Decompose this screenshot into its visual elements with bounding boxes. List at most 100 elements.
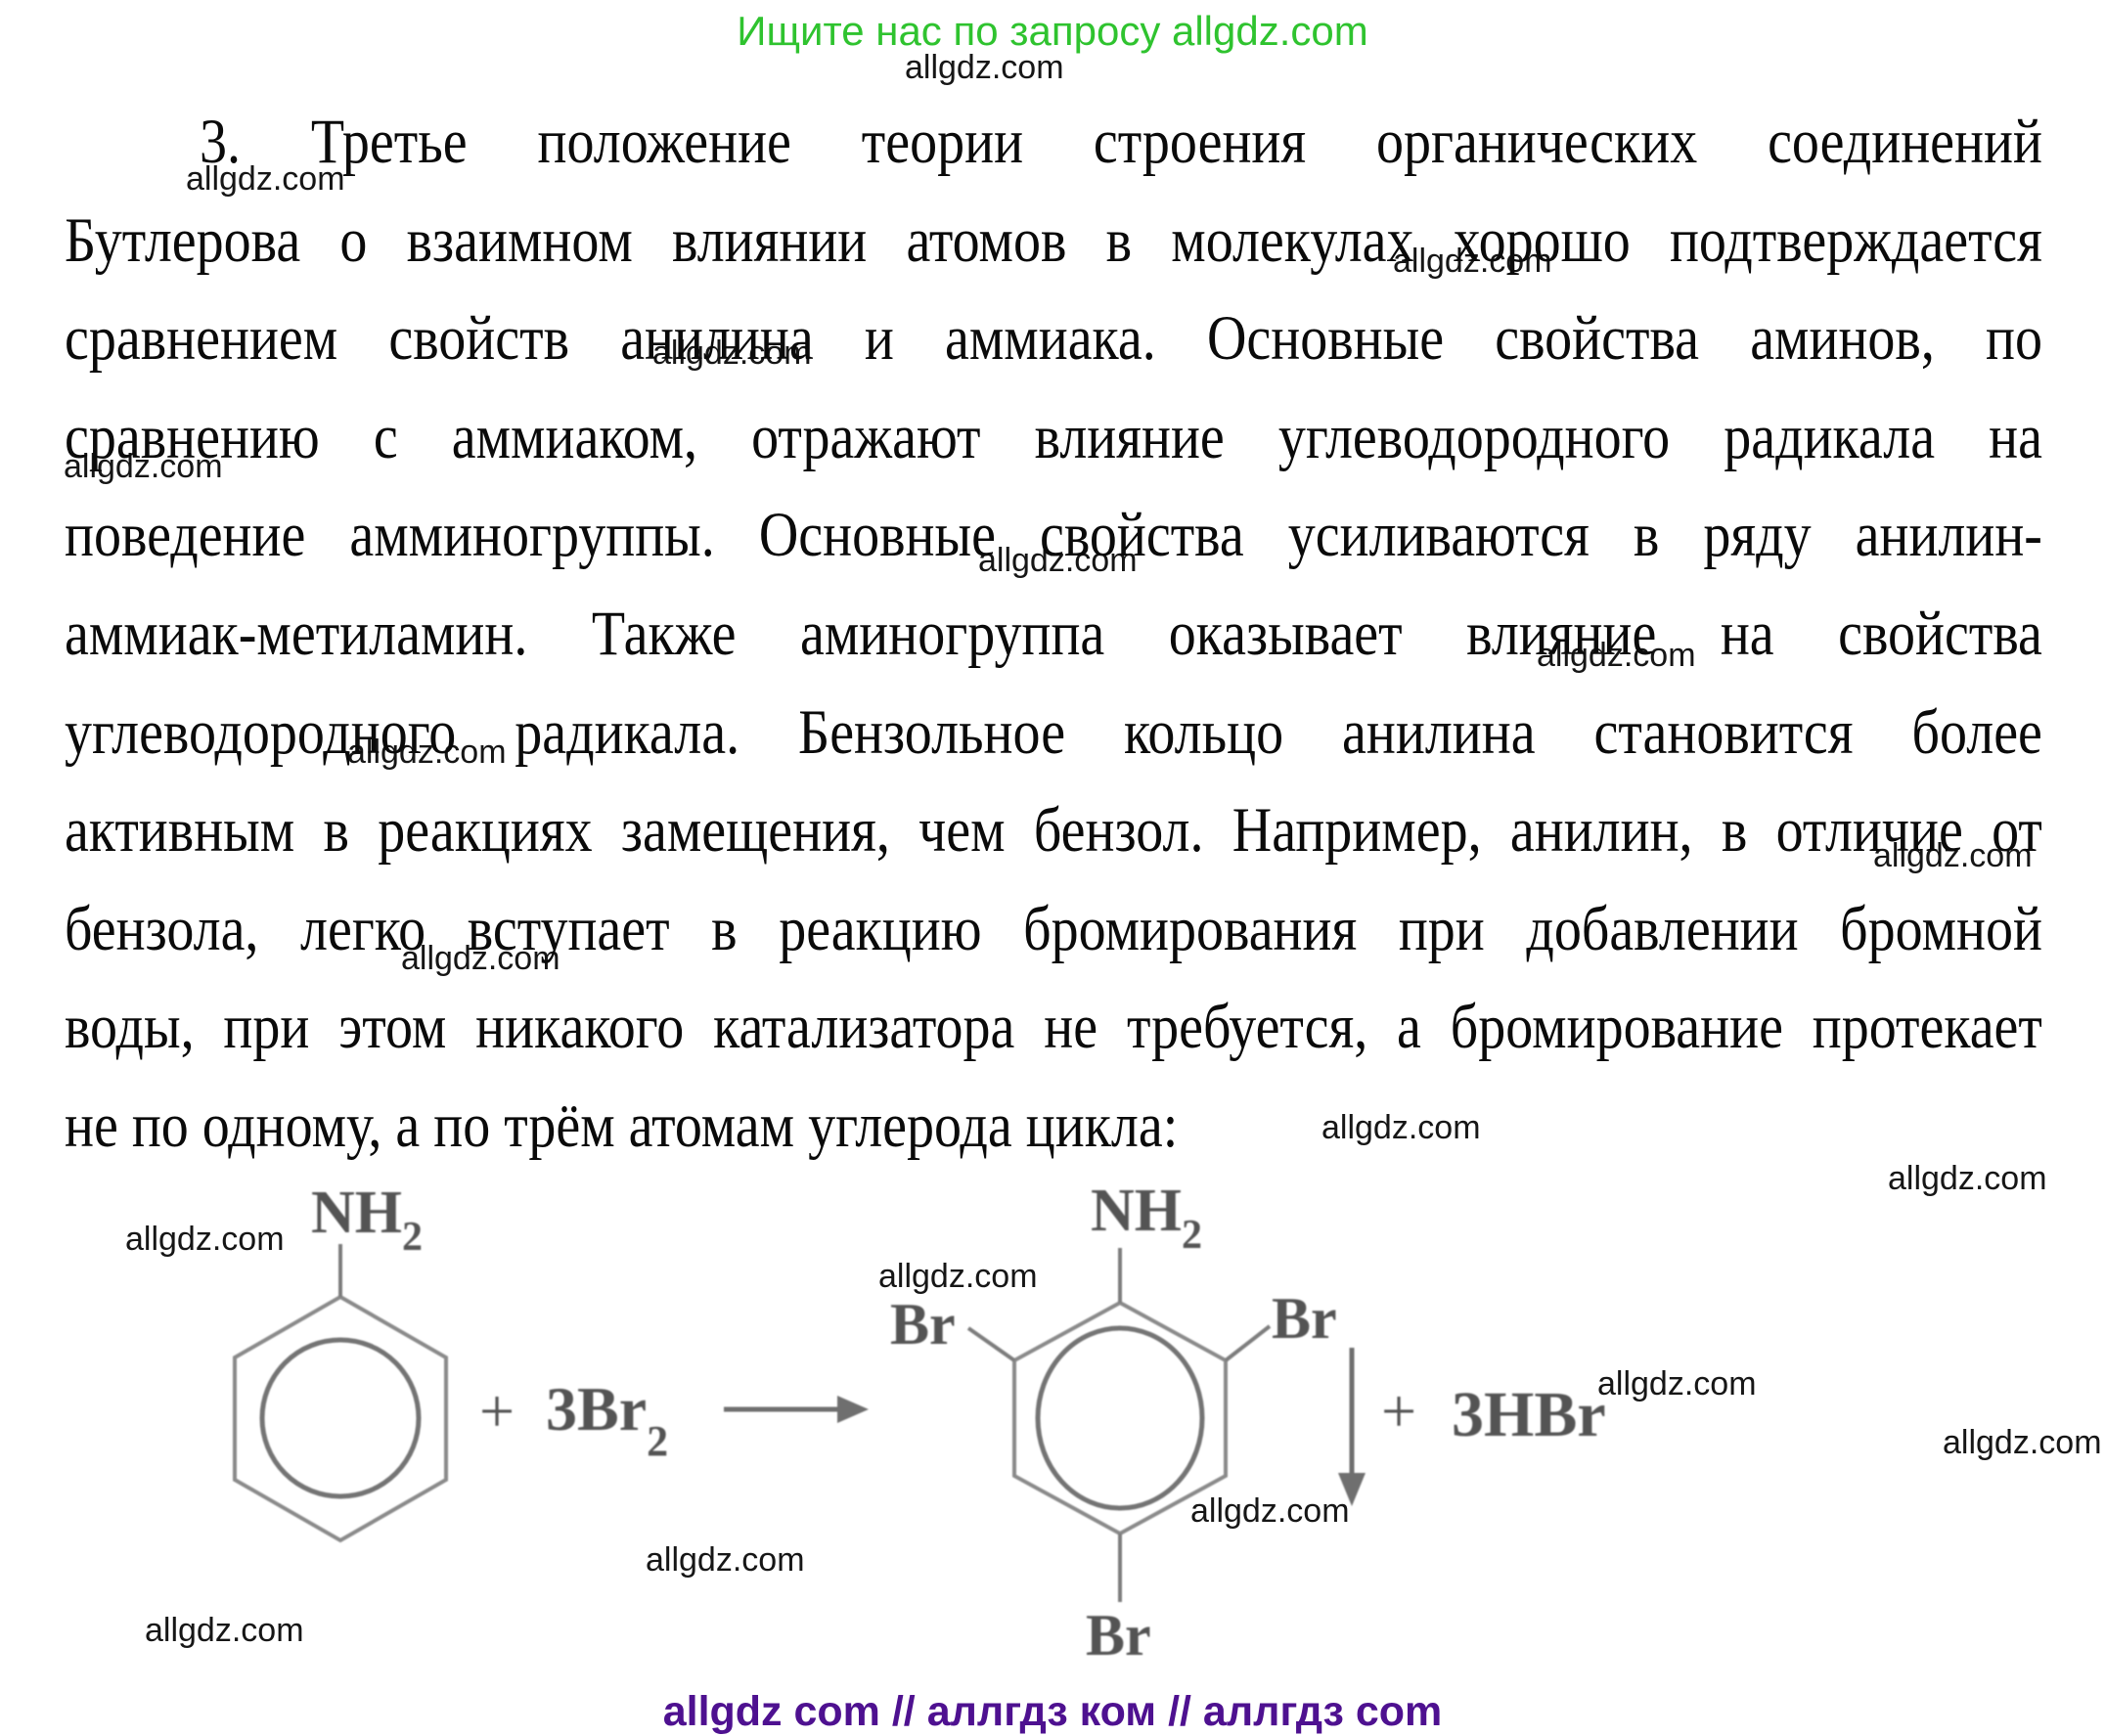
word: не	[1044, 992, 1098, 1063]
word: Например,	[1232, 795, 1482, 867]
word: молекулах	[1171, 205, 1414, 277]
watermark: allgdz.com	[978, 542, 1138, 579]
word: Третье	[310, 107, 468, 178]
word: свойства	[1838, 599, 2042, 670]
word: соединений	[1768, 107, 2042, 178]
word: Также	[591, 599, 737, 670]
watermark: allgdz.com	[347, 734, 507, 771]
text-line: сравнению с аммиаком, отражают влияние углево…	[65, 401, 2042, 473]
watermark: allgdz.com	[1597, 1365, 1757, 1402]
word: свойства	[1495, 303, 1700, 375]
word: на	[1720, 599, 1774, 670]
label-amine-left: NH2	[311, 1180, 423, 1260]
word: в	[711, 894, 738, 965]
text-line: 3. Третье положение теории строения органичес…	[65, 106, 2042, 178]
word: бромирование	[1450, 992, 1783, 1063]
watermark: allgdz.com	[401, 940, 560, 977]
word: замещения,	[620, 795, 890, 867]
word: чем	[918, 795, 1006, 867]
word: оказывает	[1168, 599, 1403, 670]
word: кольцо	[1124, 697, 1284, 769]
word: органических	[1376, 107, 1698, 178]
word: анилина	[1342, 697, 1536, 769]
word: бензола,	[65, 894, 259, 965]
word: аммиаком,	[451, 402, 698, 473]
word: по	[1986, 303, 2042, 375]
word: влияние	[1466, 599, 1657, 670]
word: добавлении	[1526, 894, 1799, 965]
bond-br-upper-left	[966, 1326, 1016, 1362]
word: требуется,	[1126, 992, 1368, 1063]
word: Бензольное	[798, 697, 1066, 769]
word: в	[1721, 795, 1748, 867]
word: а	[1397, 992, 1421, 1063]
word: взаимном	[406, 205, 633, 277]
word: становится	[1593, 697, 1854, 769]
word: анилина	[620, 303, 814, 375]
word: этом	[338, 992, 447, 1063]
word: хорошо	[1453, 205, 1631, 277]
word: теории	[861, 107, 1024, 178]
text-line: не по одному, а по трём атомам углерода …	[65, 1091, 1179, 1162]
benzene-ring-left	[233, 1294, 448, 1543]
word: бромной	[1840, 894, 2042, 965]
word: 3.	[200, 107, 241, 178]
word: более	[1911, 697, 2042, 769]
word: никакого	[475, 992, 685, 1063]
label-bromine: 3Br2	[546, 1374, 668, 1465]
word: углеводородного	[1277, 402, 1671, 473]
word: в	[1633, 500, 1660, 571]
word: активным	[65, 795, 295, 867]
word: с	[373, 402, 398, 473]
word: поведение	[65, 500, 306, 571]
word: катализатора	[713, 992, 1015, 1063]
watermark: allgdz.com	[1190, 1492, 1350, 1530]
watermark: allgdz.com	[1888, 1160, 2047, 1197]
word: аминогруппа	[800, 599, 1105, 670]
word: усиливаются	[1287, 500, 1590, 571]
footer-links: allgdz com // аллгдз ком // аллгдз com	[662, 1688, 1443, 1735]
watermark: allgdz.com	[64, 448, 223, 485]
watermark: allgdz.com	[1321, 1109, 1481, 1146]
word: радикала	[1724, 402, 1936, 473]
word: сравнению	[65, 402, 320, 473]
word: анилин,	[1509, 795, 1693, 867]
word: свойства	[1039, 500, 1244, 571]
word: бромирования	[1023, 894, 1358, 965]
word: вступает	[467, 894, 670, 965]
word: влияние	[1034, 402, 1225, 473]
word: на	[1989, 402, 2042, 473]
word: подтверждается	[1669, 205, 2042, 277]
word: положение	[537, 107, 791, 178]
watermark: allgdz.com	[905, 49, 1064, 86]
reaction-arrow-head	[837, 1396, 869, 1423]
word: протекает	[1812, 992, 2042, 1063]
word: и	[864, 303, 894, 375]
aromatic-circle-right	[1035, 1325, 1205, 1511]
watermark: allgdz.com	[1537, 637, 1696, 674]
site-promo-header: Ищите нас по запросу allgdz.com	[737, 8, 1368, 54]
watermark: allgdz.com	[145, 1612, 304, 1649]
watermark: allgdz.com	[652, 334, 812, 372]
watermark: allgdz.com	[1943, 1424, 2102, 1461]
benzene-ring-right	[1012, 1300, 1228, 1536]
word: при	[223, 992, 310, 1063]
word: Основные	[1206, 303, 1445, 375]
word: легко	[300, 894, 426, 965]
aromatic-circle-left	[259, 1337, 422, 1499]
watermark: allgdz.com	[878, 1258, 1038, 1295]
word: в	[1105, 205, 1133, 277]
word: отличие	[1775, 795, 1963, 867]
watermark: allgdz.com	[186, 160, 345, 198]
word: воды,	[65, 992, 195, 1063]
word: амминогруппы.	[349, 500, 715, 571]
word: строения	[1093, 107, 1307, 178]
byproduct-arrow-head	[1338, 1473, 1366, 1506]
word: отражают	[751, 402, 981, 473]
word: сравнением	[65, 303, 338, 375]
